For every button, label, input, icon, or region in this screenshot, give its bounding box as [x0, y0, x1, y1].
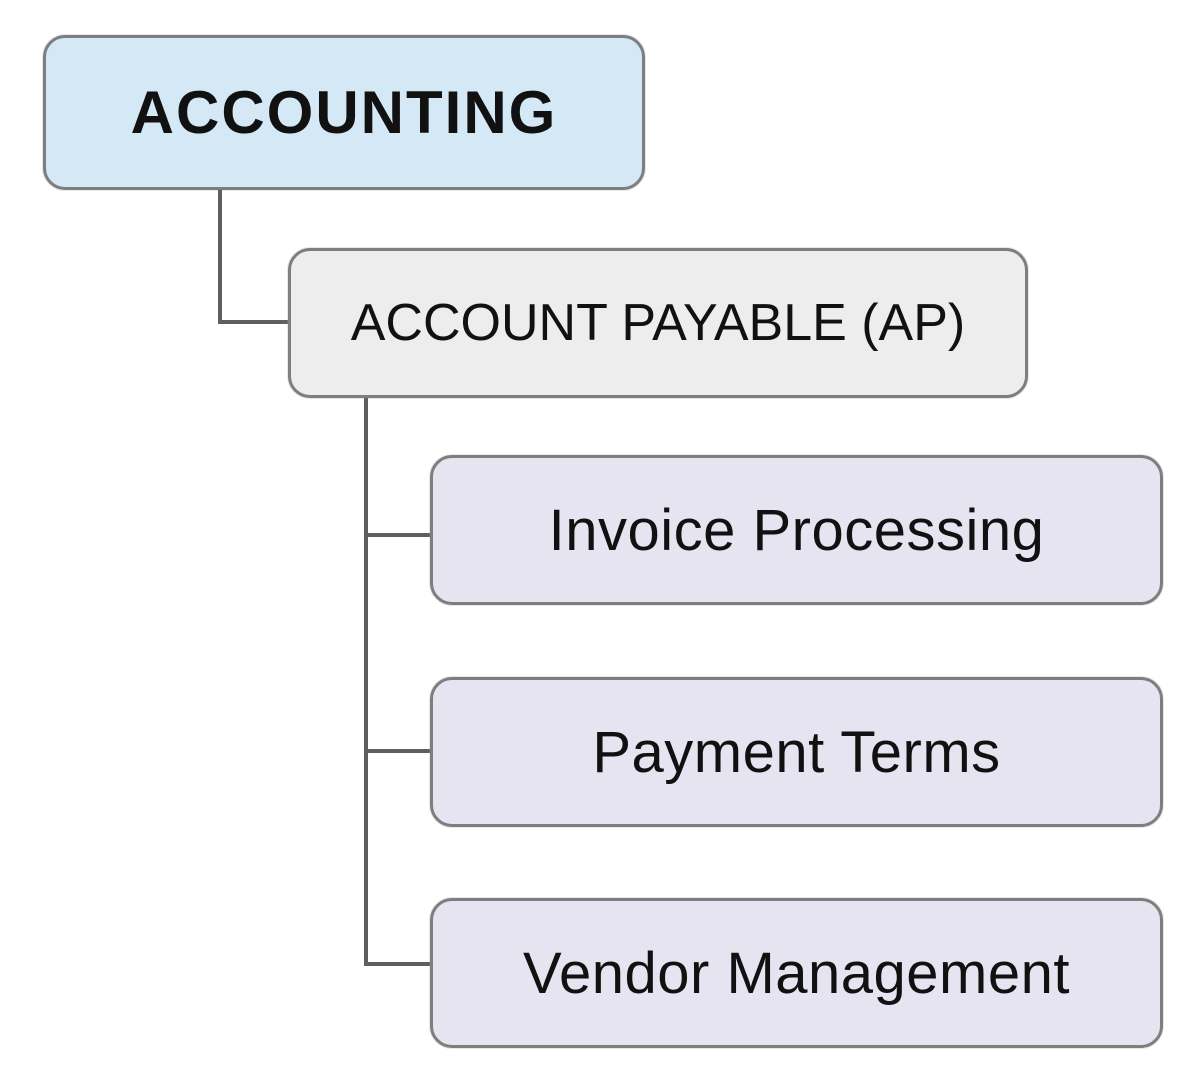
node-accounting: ACCOUNTING	[43, 35, 645, 190]
node-account-payable: ACCOUNT PAYABLE (AP)	[288, 248, 1028, 398]
node-invoice-processing: Invoice Processing	[430, 455, 1163, 605]
connector-branch-payment-terms	[364, 749, 432, 753]
node-payment-terms-label: Payment Terms	[592, 719, 1001, 785]
node-vendor-management-label: Vendor Management	[523, 940, 1070, 1006]
node-payment-terms: Payment Terms	[430, 677, 1163, 827]
connector-branch-invoice-processing	[364, 533, 432, 537]
connector-branch-vendor-management	[364, 962, 432, 966]
node-invoice-processing-label: Invoice Processing	[548, 497, 1045, 563]
node-vendor-management: Vendor Management	[430, 898, 1163, 1048]
connector-accounting-vertical	[218, 190, 222, 324]
connector-trunk-vertical	[364, 398, 368, 966]
node-account-payable-label: ACCOUNT PAYABLE (AP)	[350, 294, 966, 352]
connector-accounting-elbow	[218, 320, 290, 324]
node-accounting-label: ACCOUNTING	[130, 79, 558, 146]
